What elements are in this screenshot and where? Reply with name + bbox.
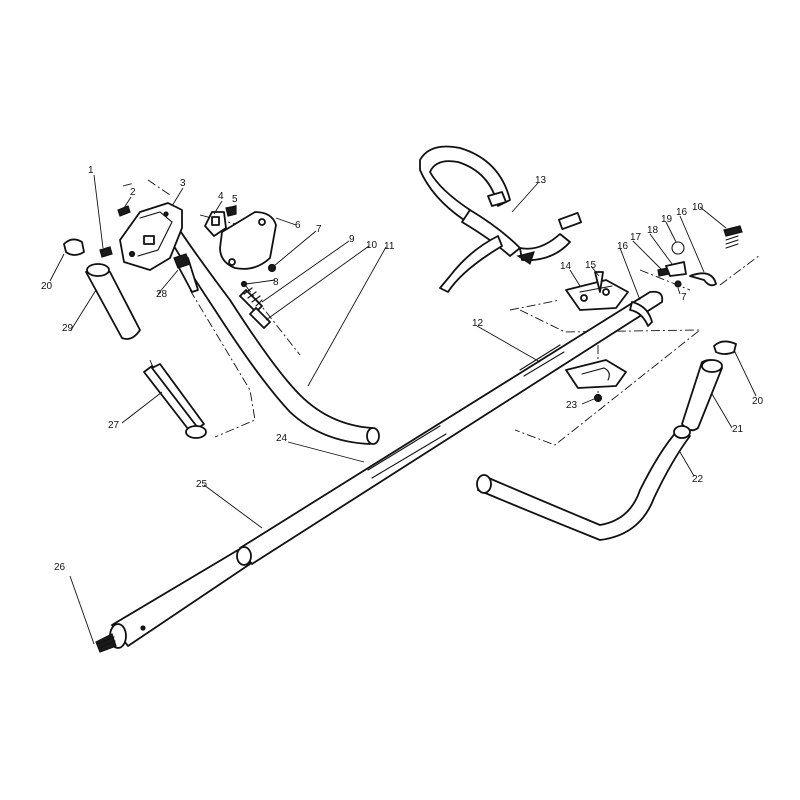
throttle-cable xyxy=(239,287,271,329)
callout-18: 18 xyxy=(647,225,659,236)
clip-18 xyxy=(665,261,687,277)
callout-14: 14 xyxy=(560,261,572,272)
cable-spring xyxy=(239,289,263,313)
lower-handle xyxy=(476,425,691,541)
callout-3: 3 xyxy=(180,178,186,189)
cable-ferrule xyxy=(249,307,271,329)
shaft-tube-lower xyxy=(111,549,251,647)
throttle-cover-body xyxy=(219,211,277,270)
handle-tube-end xyxy=(366,427,380,445)
bracket-16b xyxy=(689,272,717,287)
clamp xyxy=(565,271,629,389)
callout-19: 19 xyxy=(661,214,673,225)
end-cap-20b xyxy=(713,340,737,355)
nut-8 xyxy=(240,280,248,288)
drive-core xyxy=(95,633,117,653)
callout-12: 12 xyxy=(472,318,484,329)
callout-9: 9 xyxy=(349,234,355,245)
shaft-joint xyxy=(236,546,252,566)
callout-5: 5 xyxy=(232,194,238,205)
callout-15: 15 xyxy=(585,260,597,271)
clamp-upper xyxy=(565,279,629,311)
screw-1 xyxy=(99,246,113,258)
callout-26: 26 xyxy=(54,562,66,573)
support-rod xyxy=(143,363,207,439)
callout-16: 16 xyxy=(617,241,629,252)
clamp-lower xyxy=(565,359,627,389)
callout-labels: 1 2 3 4 5 6 7 8 9 10 11 12 13 14 15 16 1… xyxy=(41,165,764,573)
nut-7b xyxy=(674,280,682,288)
bracket-16 xyxy=(629,301,653,327)
throttle-trigger xyxy=(173,253,199,293)
lower-handle-body xyxy=(477,429,691,541)
callout-24: 24 xyxy=(276,433,288,444)
callout-7b: 7 xyxy=(681,292,687,303)
callout-4: 4 xyxy=(218,191,224,202)
callout-28: 28 xyxy=(156,289,168,300)
leader-lines xyxy=(49,174,757,645)
callout-10: 10 xyxy=(366,240,378,251)
callout-17: 17 xyxy=(630,232,642,243)
callout-1: 1 xyxy=(88,165,94,176)
harness-strap xyxy=(461,209,521,257)
shaft-tube-upper xyxy=(239,290,664,565)
harness-buckle xyxy=(487,191,507,207)
callout-20b: 20 xyxy=(752,396,764,407)
callout-27: 27 xyxy=(108,420,120,431)
grips xyxy=(63,238,737,432)
callout-6: 6 xyxy=(295,220,301,231)
callout-11: 11 xyxy=(384,241,395,252)
spring-set xyxy=(665,225,743,277)
callout-7: 7 xyxy=(316,224,322,235)
clamp-bolt xyxy=(594,271,604,293)
ring-19 xyxy=(671,241,685,255)
callout-22: 22 xyxy=(692,474,704,485)
callout-25: 25 xyxy=(196,479,208,490)
grip-29 xyxy=(85,266,141,340)
callout-16b: 16 xyxy=(676,207,688,218)
harness-lower xyxy=(439,235,503,293)
handle-tube xyxy=(159,214,380,445)
nut-7 xyxy=(267,263,277,273)
callout-23: 23 xyxy=(566,400,578,411)
throttle-cover xyxy=(219,211,277,270)
callout-8: 8 xyxy=(273,277,279,288)
callout-13: 13 xyxy=(535,175,547,186)
callout-21: 21 xyxy=(732,424,744,435)
callout-10b: 10 xyxy=(692,202,704,213)
throttle-housing xyxy=(119,202,183,271)
callout-29: 29 xyxy=(62,323,74,334)
harness xyxy=(419,145,583,293)
nut-23 xyxy=(593,393,603,403)
harness-loop xyxy=(419,145,511,221)
end-cap-20 xyxy=(63,238,85,256)
callout-20: 20 xyxy=(41,281,53,292)
bracket xyxy=(629,272,717,327)
callout-2: 2 xyxy=(130,187,136,198)
drive-shaft xyxy=(109,290,664,649)
